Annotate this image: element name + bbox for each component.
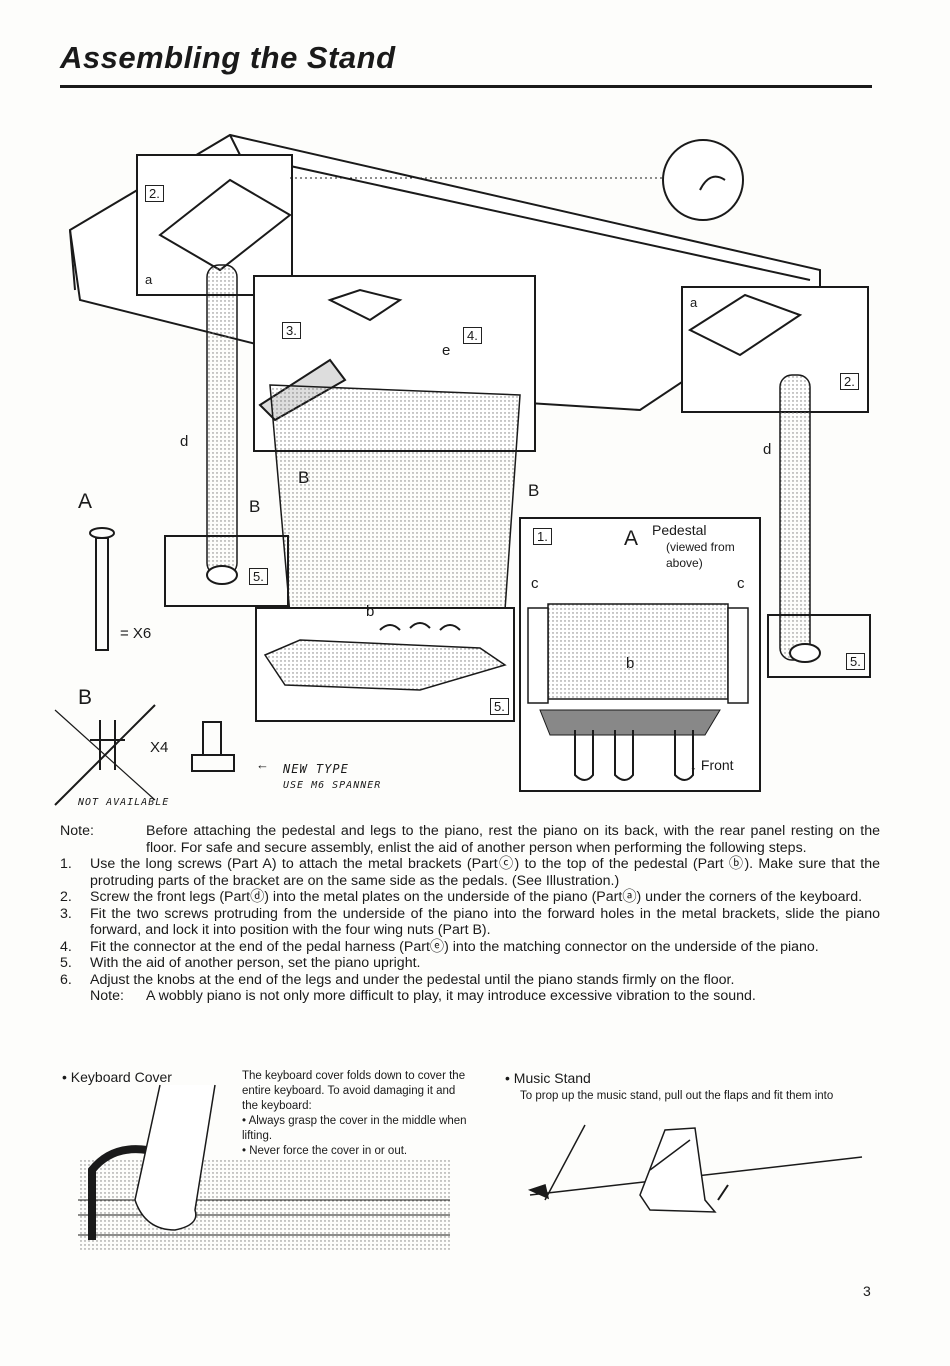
part-d-left-label: d [180,433,189,450]
qty-b: X4 [150,739,169,756]
leg-left [206,264,238,576]
step-2-left-label: 2. [145,185,164,202]
handwritten-new-type: NEW TYPE [283,762,349,776]
note2-row: Note: A wobbly piano is not only more di… [60,988,880,1005]
part-b-pedestal-label: b [626,655,635,672]
part-b-heading: B [78,686,93,709]
music-stand-text: To prop up the music stand, pull out the… [520,1090,834,1102]
b-mark-3: B [528,481,540,500]
keyboard-cover-bullet: • Never force the cover in or out. [242,1145,408,1157]
handwritten-spanner: USE M6 SPANNER [283,780,382,791]
inset-2-right [681,286,869,413]
assembly-diagram [54,133,871,806]
part-a-heading: A [78,490,93,513]
instructions: Note: Before attaching the pedestal and … [60,823,880,1005]
step-text: Fit the connector at the end of the peda… [90,938,819,955]
leg-right [779,374,811,661]
step-row: 3.Fit the two screws protruding from the… [60,905,880,939]
front-label: ↓ Front [690,757,734,773]
qty-a: = X6 [120,625,152,642]
inset-5-right [767,614,871,678]
step-4-label: 4. [463,327,482,344]
b-mark-1: B [298,468,310,487]
step-text: Screw the front legs (Partⓓ) into the me… [90,889,863,905]
part-e-label: e [442,342,451,359]
screw-a-illustration [89,527,115,651]
page-title: Assembling the Stand [60,40,396,75]
page-number: 3 [863,1283,871,1299]
step-row: 1.Use the long screws (Part A) to attach… [60,856,880,889]
inset-5-left [164,535,289,607]
bottom-illustrations [78,1084,863,1250]
step-5-right-label: 5. [846,653,865,670]
note-row: Note: Before attaching the pedestal and … [60,823,880,856]
step-row: 4.Fit the connector at the end of the pe… [60,939,880,956]
step-text: With the aid of another person, set the … [90,955,421,971]
step-row: 2.Screw the front legs (Partⓓ) into the … [60,889,880,906]
step-5-left-label: 5. [249,568,268,585]
part-d-right-label: d [763,441,772,458]
step-row: 5.With the aid of another person, set th… [60,955,880,972]
keyboard-cover-bullet: • Always grasp the cover in the middle w… [242,1115,467,1142]
pedestal-title: Pedestal [652,522,707,538]
part-b-pedal-label: b [366,603,375,620]
note-text: Before attaching the pedestal and legs t… [146,823,880,856]
title-rule [60,85,872,88]
step-2-right-label: 2. [840,373,859,390]
part-a-left-label: a [145,272,153,287]
keyboard-cover-illustration [78,1084,450,1250]
keyboard-cover-desc: The keyboard cover folds down to cover t… [242,1070,466,1112]
note2-label: Note: [90,988,124,1004]
pedestal-letter: A [624,527,639,550]
keyboard-cover-text: The keyboard cover folds down to cover t… [242,1069,467,1159]
note2-text: A wobbly piano is not only more difficul… [146,988,756,1004]
step-text: Use the long screws (Part A) to attach t… [90,856,880,889]
b-mark-2: B [249,497,261,516]
step-1-label: 1. [533,528,552,545]
part-c-left-label: c [531,575,539,592]
step-5-pedals-label: 5. [490,698,509,715]
note-label: Note: [60,823,94,839]
down-arrow-icon: ↓ [690,757,697,773]
pedestal-panel [269,384,521,616]
keyboard-cover-title: • Keyboard Cover [62,1069,172,1085]
arrow-left-icon: ← [256,757,269,772]
music-stand-title: • Music Stand [505,1070,591,1086]
part-c-right-label: c [737,575,745,592]
wing-nut-illustration [54,704,235,806]
step-text: Fit the two screws protruding from the u… [90,905,880,939]
detail-circle [662,139,744,221]
pedestal-sub2: above) [666,556,703,570]
step-text: Adjust the knobs at the end of the legs … [90,971,735,988]
pedestal-sub1: (viewed from [666,540,735,554]
handwritten-not-available: NOT AVAILABLE [78,797,170,808]
step-row: 6.Adjust the knobs at the end of the leg… [60,972,880,989]
step-3-label: 3. [282,322,301,339]
music-stand-illustration [527,1124,863,1213]
part-a-right-label: a [690,295,698,310]
